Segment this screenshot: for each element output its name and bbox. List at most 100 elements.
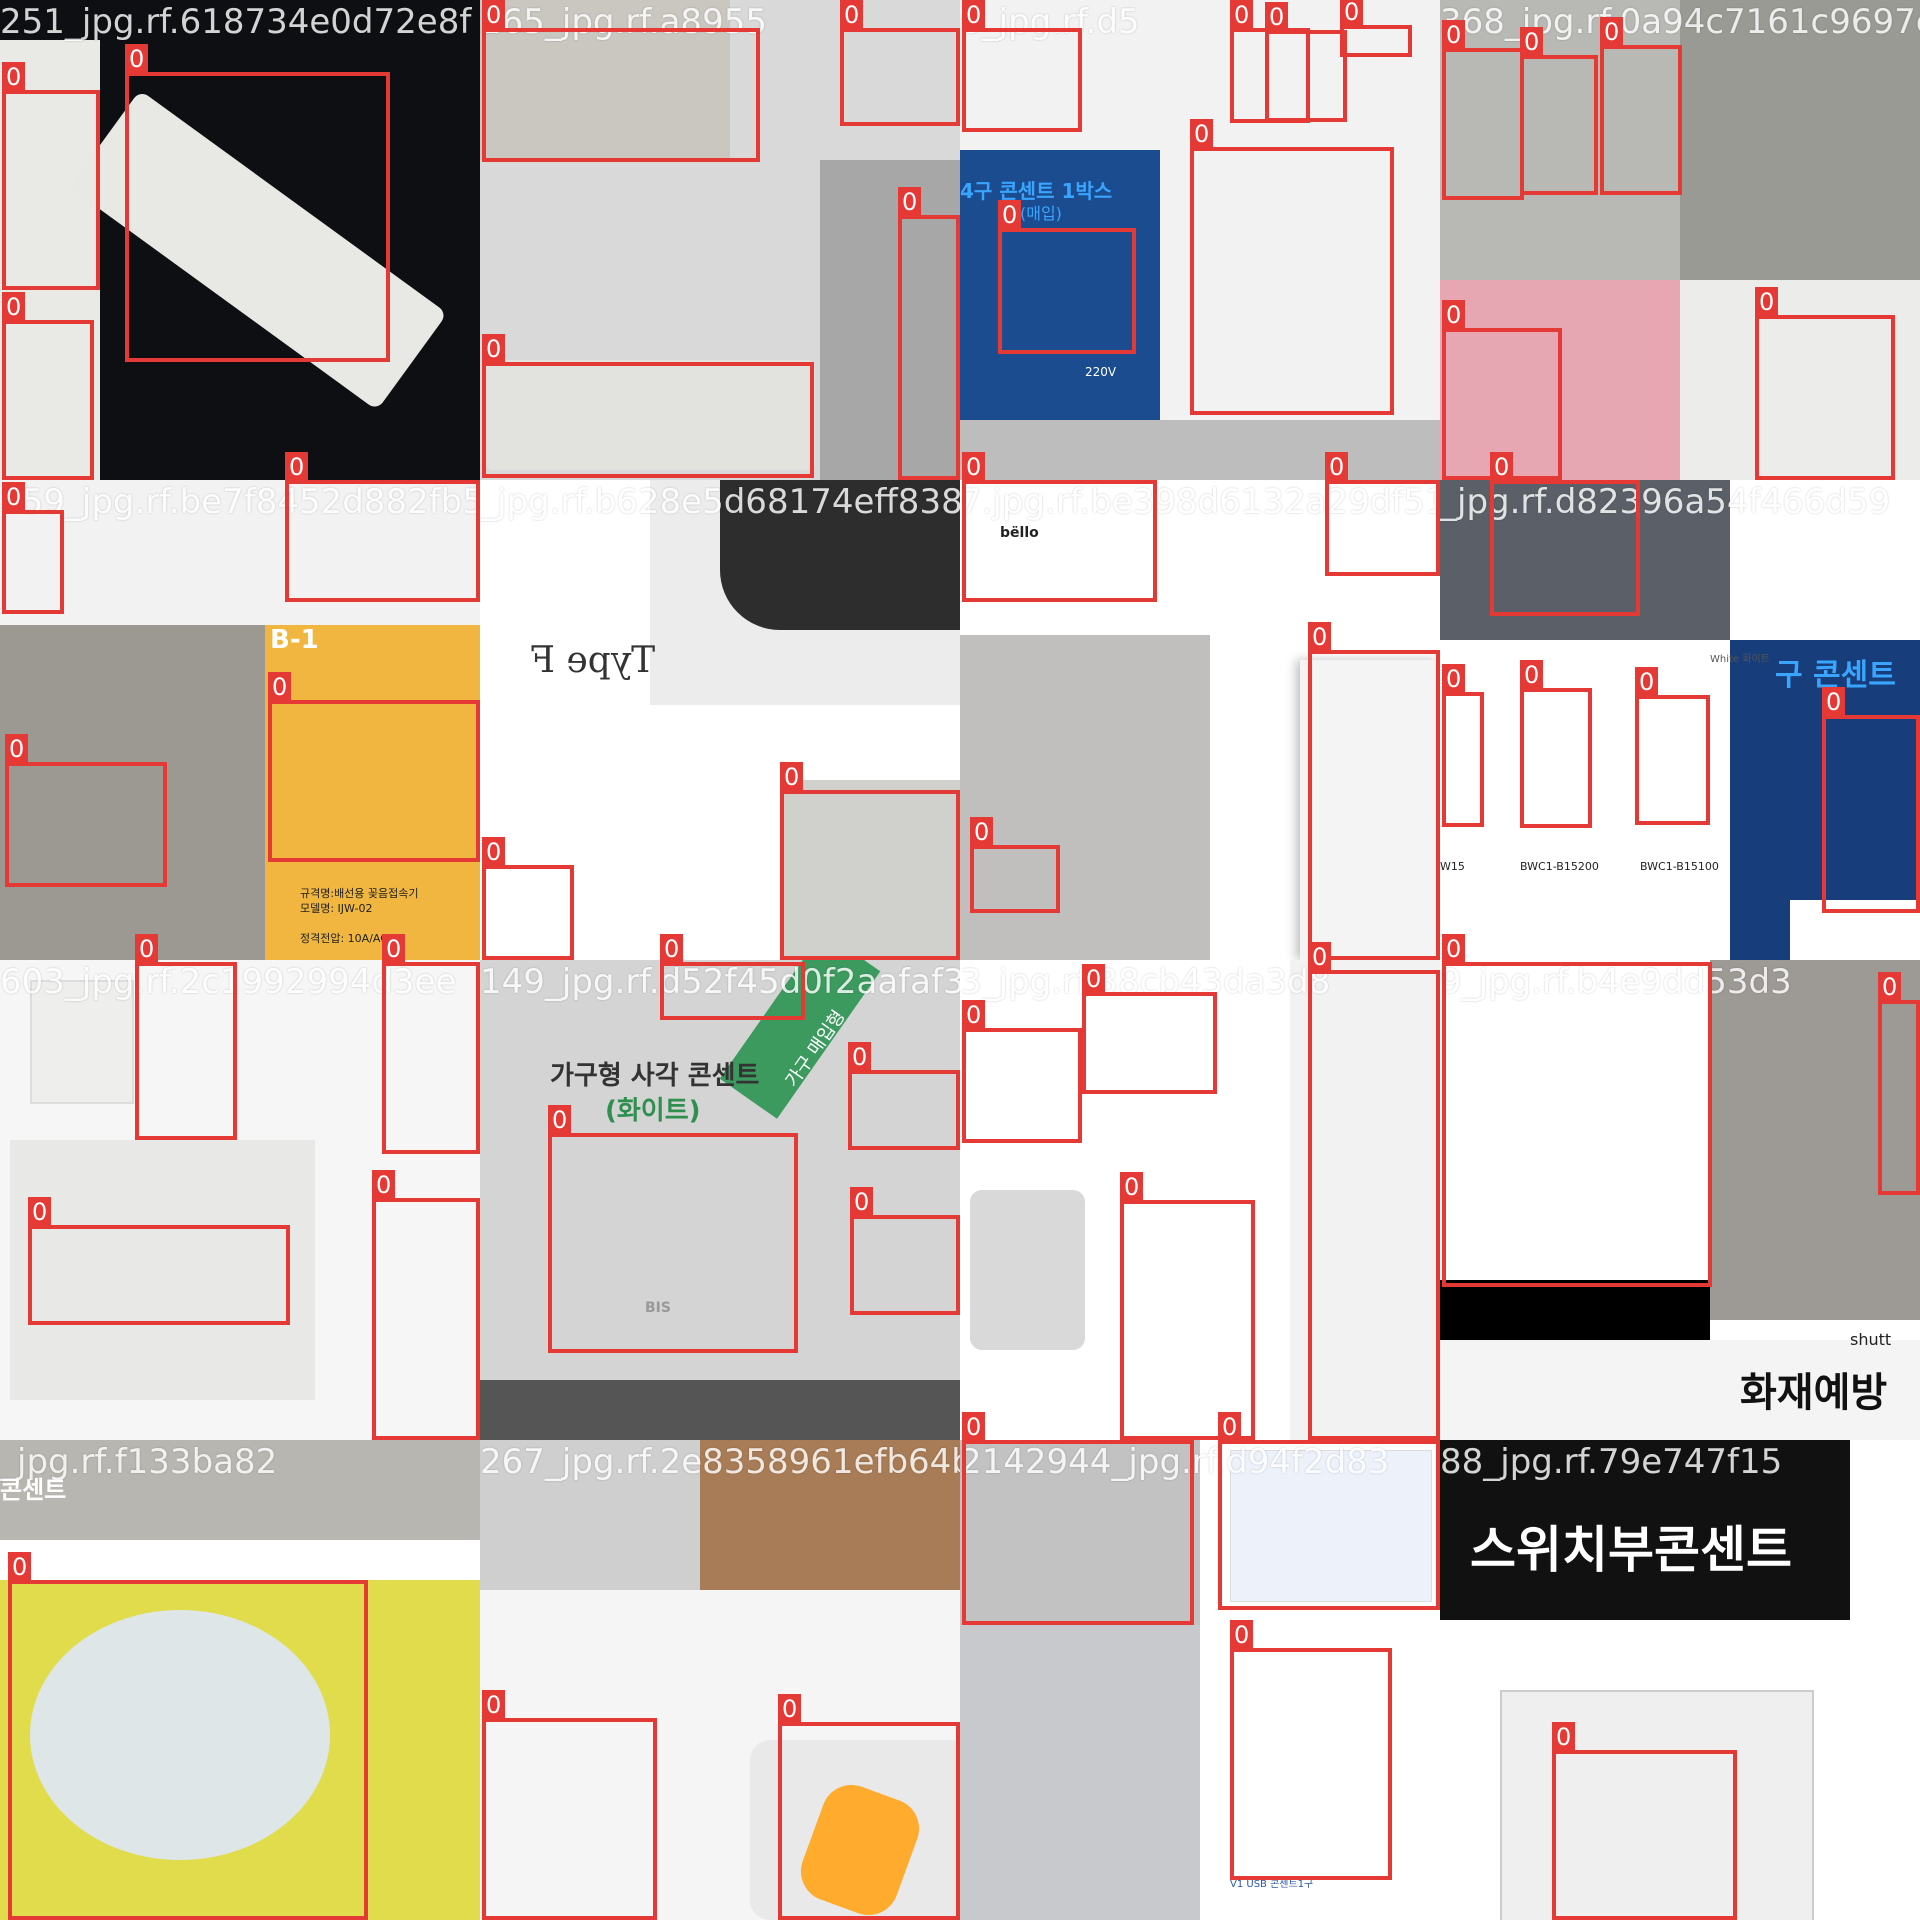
brand-logo: BIS xyxy=(645,1300,671,1316)
detection-box: 0 xyxy=(482,837,574,960)
spec-line: 정격전압: 10A/AC xyxy=(300,932,388,945)
class-label: 0 xyxy=(2,292,26,322)
filename-label: 368_jpg.rf.0a94c7161c9697c2 xyxy=(1440,2,1920,42)
class-label: 0 xyxy=(1600,17,1624,47)
class-label: 0 xyxy=(1230,0,1254,30)
detection-box: 0 xyxy=(285,452,480,602)
class-label: 0 xyxy=(268,672,292,702)
detection-box: 0 xyxy=(898,187,960,480)
detection-box: 0 xyxy=(1120,1172,1255,1440)
class-label: 0 xyxy=(962,0,986,30)
detection-box: 0 xyxy=(2,482,64,614)
detection-box: 0 xyxy=(850,1187,960,1315)
detection-box: 0 xyxy=(268,672,480,862)
class-label: 0 xyxy=(125,44,149,74)
tile-5: B-1 규격명:배선용 꽂음접속기 모델명: IJW-02 정격전압: 10A/… xyxy=(0,480,480,960)
spec-line: 규격명:배선용 꽂음접속기 xyxy=(300,887,419,900)
class-label: 0 xyxy=(898,187,922,217)
detection-box: 0 xyxy=(1442,20,1524,200)
class-label: 0 xyxy=(1265,2,1289,32)
class-label: 0 xyxy=(548,1105,572,1135)
class-label: 0 xyxy=(1218,1412,1242,1442)
filename-label: 267_jpg.rf.2e8358961efb64b xyxy=(480,1442,960,1482)
detection-box: 0 xyxy=(1520,27,1598,195)
color-option: White 화이트 xyxy=(1710,654,1770,665)
class-label: 0 xyxy=(1340,0,1364,27)
b1-label: B-1 xyxy=(270,625,319,655)
detection-box: 0 xyxy=(1635,667,1710,825)
korean-subheading: (매입) xyxy=(1020,204,1062,223)
class-label: 0 xyxy=(1230,1620,1254,1650)
class-label: 0 xyxy=(1325,452,1349,482)
detection-box: 0 xyxy=(1490,452,1640,616)
detection-box: 0 xyxy=(1822,687,1920,913)
detection-box: 0 xyxy=(372,1170,480,1440)
detection-box: 0 xyxy=(1878,972,1920,1195)
detection-box: 0 xyxy=(840,0,960,126)
spec-line: 모델명: IJW-02 xyxy=(300,902,373,915)
class-label: 0 xyxy=(2,62,26,92)
detection-box: 0 xyxy=(970,817,1060,913)
class-label: 0 xyxy=(1442,664,1466,694)
detection-box: 0 xyxy=(482,1690,657,1920)
class-label: 0 xyxy=(970,817,994,847)
korean-heading: 화재예방 xyxy=(1740,1370,1888,1416)
class-label: 0 xyxy=(1635,667,1659,697)
type-f-label: Type F xyxy=(530,640,656,681)
shutter-label: shutt xyxy=(1850,1330,1892,1349)
class-label: 0 xyxy=(848,1042,872,1072)
filename-label: 251_jpg.rf.618734e0d72e8f xyxy=(0,2,472,42)
class-label: 0 xyxy=(1755,287,1779,317)
class-label: 0 xyxy=(2,482,26,512)
class-label: 0 xyxy=(1190,119,1214,149)
detection-box: 0 xyxy=(135,934,237,1140)
class-label: 0 xyxy=(285,452,309,482)
class-label: 0 xyxy=(1442,934,1466,964)
detection-box: 0 xyxy=(2,292,94,480)
filename-label: 88_jpg.rf.79e747f15 xyxy=(1440,1442,1783,1482)
class-label: 0 xyxy=(850,1187,874,1217)
detection-box: 0 xyxy=(1520,660,1592,828)
detection-box: 0 xyxy=(1265,2,1347,122)
detection-box: 0 xyxy=(962,1412,1194,1625)
class-label: 0 xyxy=(1490,452,1514,482)
filename-label: 603_jpg.rf.2c1992994d3ee xyxy=(0,962,457,1002)
tile-7: bëllo 7.jpg.rf.be398d6132a29df51 xyxy=(960,480,1440,960)
korean-heading: 가구형 사각 콘센트 xyxy=(550,1061,760,1091)
class-label: 0 xyxy=(1082,964,1106,994)
detection-box: 0 xyxy=(548,1105,798,1353)
tile-1: 251_jpg.rf.618734e0d72e8f xyxy=(0,0,480,480)
class-label: 0 xyxy=(1308,622,1332,652)
class-label: 0 xyxy=(482,0,506,30)
detection-box: 0 xyxy=(962,0,1082,132)
model-code: BWC1-B15100 xyxy=(1640,860,1719,873)
korean-heading: 스위치부콘센트 xyxy=(1470,1521,1792,1579)
class-label: 0 xyxy=(482,1690,506,1720)
tile-6: Type F _jpg.rf.b628e5d68174eff838a xyxy=(480,480,960,960)
tile-12: 화재예방 shutt 9_jpg.rf.b4e9dd53d3 xyxy=(1440,960,1920,1440)
detection-box: 0 xyxy=(8,1552,368,1920)
filename-label: 149_jpg.rf.d52f45d0f2aafaf318 xyxy=(480,962,960,1002)
filename-label: 7.jpg.rf.be398d6132a29df51 xyxy=(960,482,1440,522)
detection-box: 0 xyxy=(848,1042,960,1150)
filename-label: 2142944_jpg.rf.d94f2d83 xyxy=(960,1442,1390,1482)
filename-label: _jpg.rf.f133ba82 xyxy=(0,1442,278,1482)
detection-box: 0 xyxy=(1308,622,1440,960)
detection-box: 0 xyxy=(962,452,1157,602)
class-label: 0 xyxy=(1878,972,1902,1002)
class-label: 0 xyxy=(962,1412,986,1442)
model-code: BWC1-B15200 xyxy=(1520,860,1599,873)
tile-14: 267_jpg.rf.2e8358961efb64b xyxy=(480,1440,960,1920)
detection-box: 0 xyxy=(2,62,100,290)
filename-label: 6_jpg.rf.d5 xyxy=(960,2,1140,42)
class-label: 0 xyxy=(1442,300,1466,330)
class-label: 0 xyxy=(998,200,1022,230)
detection-box: 0 xyxy=(125,44,390,362)
tile-13: 콘센트 _jpg.rf.f133ba82 xyxy=(0,1440,480,1920)
product-caption: V1 USB 콘센트1구 xyxy=(1230,1879,1314,1890)
filename-label: _jpg.rf.b628e5d68174eff838a xyxy=(480,482,960,522)
class-label: 0 xyxy=(778,1694,802,1724)
detection-box: 0 xyxy=(1340,0,1412,57)
class-label: 0 xyxy=(1120,1172,1144,1202)
detection-box: 0 xyxy=(382,934,480,1154)
